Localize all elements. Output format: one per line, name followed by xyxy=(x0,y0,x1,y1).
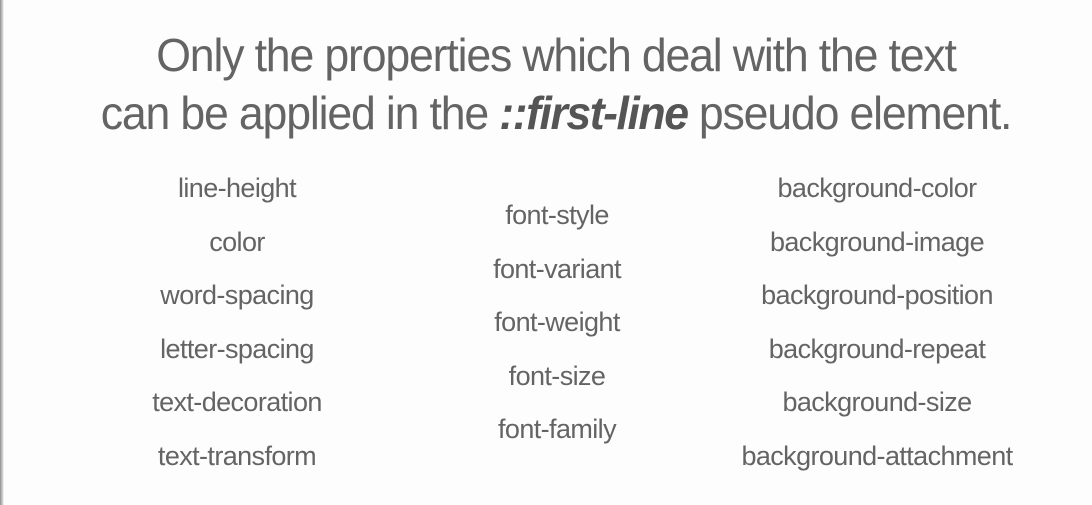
property-color: color xyxy=(209,226,265,257)
title-line-1: Only the properties which deal with the … xyxy=(156,29,957,81)
property-background-color: background-color xyxy=(777,173,977,203)
property-background-repeat: background-repeat xyxy=(768,333,986,364)
property-background-size: background-size xyxy=(782,387,972,417)
property-line-height: line-height xyxy=(178,173,297,203)
property-word-spacing: word-spacing xyxy=(160,280,314,310)
property-font-style: font-style xyxy=(505,200,609,230)
property-text-transform: text-transform xyxy=(157,440,317,471)
font-properties-column: font-style font-variant font-weight font… xyxy=(437,189,677,457)
title-code-first-line: ::first-line xyxy=(499,87,689,139)
background-properties-column: background-color background-image backgr… xyxy=(727,162,1027,483)
slide-title: Only the properties which deal with the … xyxy=(17,26,1092,142)
property-font-variant: font-variant xyxy=(493,253,621,284)
property-background-position: background-position xyxy=(761,280,993,310)
property-font-family: font-family xyxy=(498,414,617,444)
property-text-decoration: text-decoration xyxy=(152,387,322,417)
property-font-size: font-size xyxy=(508,360,606,391)
title-line-2-suffix: pseudo element. xyxy=(687,87,1013,139)
property-font-weight: font-weight xyxy=(494,307,620,337)
property-letter-spacing: letter-spacing xyxy=(160,333,314,364)
property-background-attachment: background-attachment xyxy=(741,440,1013,471)
text-properties-column: line-height color word-spacing letter-sp… xyxy=(117,162,357,483)
title-line-2-prefix: can be applied in the xyxy=(100,87,500,139)
property-background-image: background-image xyxy=(769,226,985,257)
slide-left-edge-shadow xyxy=(0,0,4,505)
